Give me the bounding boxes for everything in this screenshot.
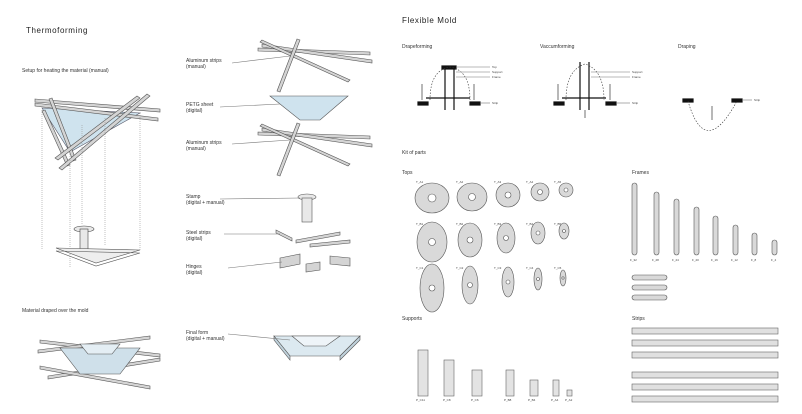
top-part-label: T_B4 [526, 222, 534, 226]
top-part-label: T_C4 [526, 266, 534, 270]
label-petg-sheet: PETG sheet(digital) [186, 102, 214, 114]
callout-strip-vac: Strip [632, 101, 639, 105]
top-part-label: T_C1 [416, 266, 424, 270]
frame-part-label: F_32 [630, 258, 637, 262]
top-part-label: T_B2 [456, 222, 464, 226]
callout-top: Top [492, 65, 497, 69]
supports-label: Supports [402, 316, 423, 322]
kit-of-parts-label: Kit of parts [402, 150, 426, 156]
callout-support-vac: Support [632, 70, 643, 74]
label-hinges: Hinges(digital) [186, 264, 203, 276]
top-part-label: T_B3 [494, 222, 502, 226]
draped-label: Material draped over the mold [22, 308, 89, 314]
top-part-label: T_A2 [456, 180, 464, 184]
top-part-label: T_C2 [456, 266, 464, 270]
support-part-label: P_C6 [471, 398, 479, 402]
support-part-label: P_A4 [551, 398, 559, 402]
strips-label: Strips [632, 316, 645, 322]
frame-part-label: F_28 [652, 258, 659, 262]
support-part-label: P_B4 [528, 398, 536, 402]
callout-strip-draping: Strip [754, 98, 761, 102]
exploded-parts [257, 38, 373, 361]
support-part-label: P_B8 [504, 398, 512, 402]
frame-part-label: F_24 [672, 258, 679, 262]
supports-group [417, 349, 573, 397]
frame-part-label: F_8 [751, 258, 757, 262]
callout-support: Support [492, 70, 503, 74]
method-vaccumforming: Vaccumforming [540, 44, 575, 50]
tops-label: Tops [402, 170, 413, 176]
frames-group [631, 182, 778, 301]
section-title-flexible-mold: Flexible Mold [402, 16, 457, 25]
top-part-label: T_C5 [554, 266, 562, 270]
label-steel-strips: Steel strips(digital) [186, 230, 211, 242]
top-part-label: T_A4 [526, 180, 534, 184]
frame-part-label: F_16 [711, 258, 718, 262]
section-title-thermoforming: Thermoforming [26, 26, 89, 35]
frame-part-label: F_4 [771, 258, 777, 262]
callout-frame: Frame [492, 75, 501, 79]
support-part-label: P_A2 [565, 398, 573, 402]
tops-group [414, 182, 574, 313]
method-drapeforming: Drapeforming [402, 44, 433, 50]
callout-frame-vac: Frame [632, 75, 641, 79]
method-draping: Draping [678, 44, 696, 50]
draped-assembly [37, 335, 161, 390]
top-part-label: T_C3 [494, 266, 502, 270]
top-part-label: T_A1 [416, 180, 424, 184]
support-part-label: P_C11 [416, 398, 425, 402]
label-aluminum-strips-2: Aluminum strips(manual) [186, 140, 222, 152]
top-part-label: T_B5 [554, 222, 562, 226]
top-part-label: T_A3 [494, 180, 502, 184]
label-stamp: Stamp(digital + manual) [186, 194, 225, 206]
support-part-label: P_C8 [443, 398, 451, 402]
frame-part-label: F_12 [731, 258, 738, 262]
frame-part-label: F_20 [692, 258, 699, 262]
callout-strip: Strip [492, 101, 499, 105]
setup-assembly [34, 93, 161, 268]
frames-label: Frames [632, 170, 649, 176]
top-part-label: T_B1 [416, 222, 424, 226]
label-aluminum-strips-1: Aluminum strips(manual) [186, 58, 222, 70]
label-final-form: Final form(digital + manual) [186, 330, 225, 342]
strips-group [631, 327, 779, 403]
top-part-label: T_A5 [554, 180, 562, 184]
setup-label: Setup for heating the material (manual) [22, 68, 109, 74]
